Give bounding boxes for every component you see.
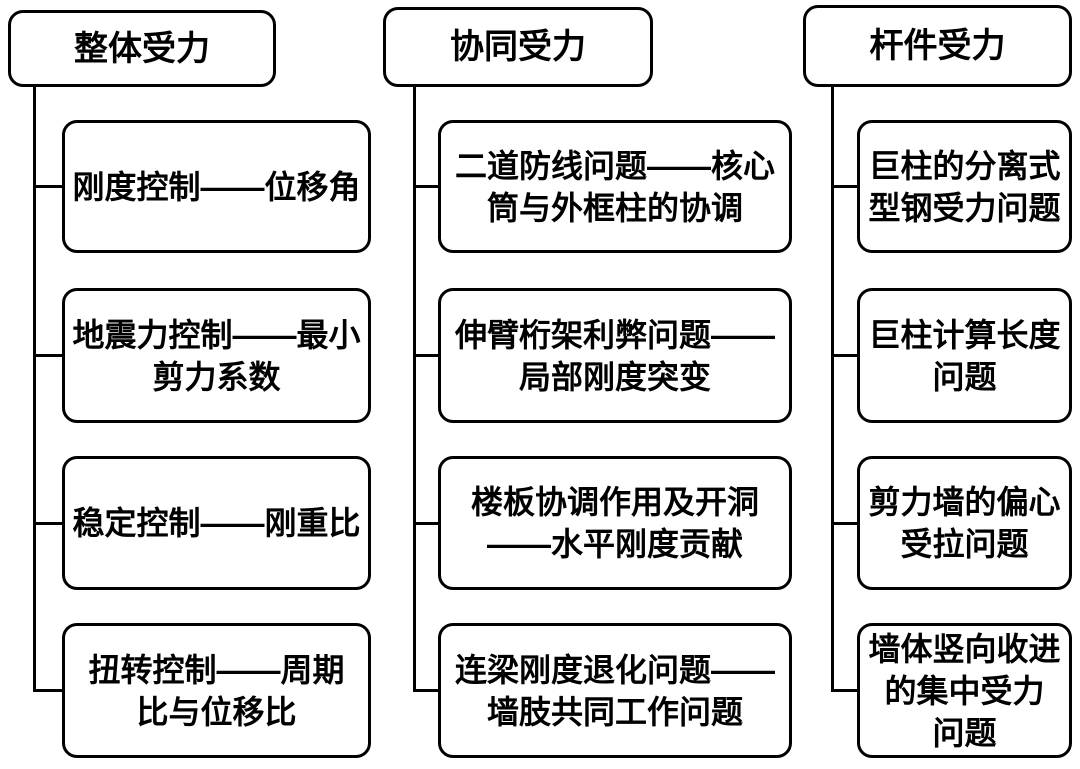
node-coupling-beam-stiffness: 连梁刚度退化问题—— 墙肢共同工作问题 [438,623,792,758]
connector-stub-overall-2 [33,354,62,357]
connector-stub-overall-4 [33,689,62,692]
node-mega-column-separated-steel: 巨柱的分离式 型钢受力问题 [857,120,1072,253]
connector-stub-collaborative-3 [413,522,438,525]
connector-trunk-overall-force [33,85,36,692]
header-overall-force: 整体受力 [8,10,276,87]
node-floor-slab-coordination: 楼板协调作用及开洞 ——水平刚度贡献 [438,456,792,590]
node-stability-control: 稳定控制——刚重比 [62,456,371,590]
header-member-force: 杆件受力 [803,5,1072,87]
connector-stub-overall-3 [33,522,62,525]
node-mega-column-effective-length: 巨柱计算长度 问题 [857,288,1072,423]
node-seismic-force-control: 地震力控制——最小 剪力系数 [62,288,371,423]
header-collaborative-force: 协同受力 [383,7,653,87]
node-stiffness-control: 刚度控制——位移角 [62,120,371,253]
connector-trunk-collaborative-force [413,85,416,692]
connector-trunk-member-force [831,85,834,692]
connector-stub-collaborative-2 [413,354,438,357]
node-torsion-control: 扭转控制——周期 比与位移比 [62,623,371,758]
node-second-defense-line: 二道防线问题——核心 筒与外框柱的协调 [438,120,792,253]
node-wall-vertical-setback: 墙体竖向收进 的集中受力 问题 [857,623,1072,758]
connector-stub-collaborative-4 [413,689,438,692]
connector-stub-member-3 [831,522,857,525]
connector-stub-member-2 [831,354,857,357]
node-outrigger-truss: 伸臂桁架利弊问题—— 局部刚度突变 [438,288,792,423]
connector-stub-member-4 [831,689,857,692]
connector-stub-member-1 [831,185,857,188]
node-shear-wall-eccentric-tension: 剪力墙的偏心 受拉问题 [857,456,1072,590]
connector-stub-collaborative-1 [413,185,438,188]
connector-stub-overall-1 [33,185,62,188]
